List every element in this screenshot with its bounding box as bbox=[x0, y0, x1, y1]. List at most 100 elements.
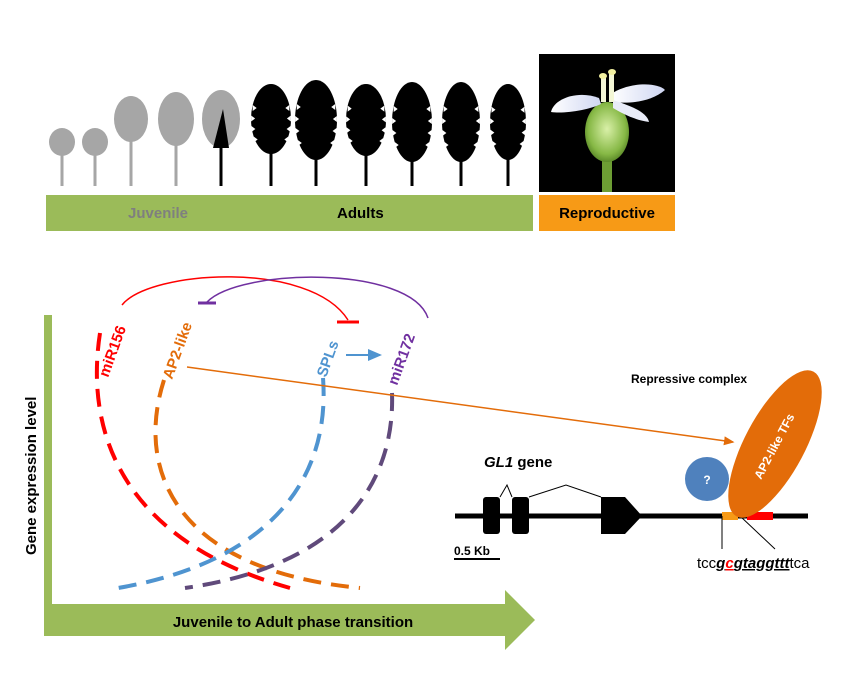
leaf-serration bbox=[490, 129, 495, 136]
leaf-serration bbox=[474, 106, 479, 112]
leaf-serration bbox=[490, 118, 495, 125]
leaf-stalk bbox=[129, 140, 133, 186]
reproductive-label: Reproductive bbox=[559, 204, 655, 222]
gene-label: GL1 gene bbox=[484, 454, 552, 471]
leaf-serration bbox=[475, 130, 480, 136]
leaf-serration bbox=[519, 141, 524, 147]
leaf-serration bbox=[379, 138, 384, 144]
leaf-serration bbox=[425, 142, 430, 148]
leaf-serration bbox=[251, 115, 256, 122]
leaf-serration bbox=[347, 105, 352, 112]
exon-2 bbox=[512, 497, 529, 534]
leaf-serration bbox=[443, 106, 448, 112]
mir156-represses-spls-arc bbox=[121, 276, 349, 321]
seq-suffix: tca bbox=[790, 555, 811, 572]
gene-suffix: gene bbox=[513, 454, 552, 471]
exon-3 bbox=[601, 497, 642, 534]
spls-curve bbox=[117, 377, 326, 590]
leaf-stalk bbox=[93, 154, 97, 186]
leaf-serration bbox=[394, 142, 399, 148]
juvenile-label: Juvenile bbox=[128, 204, 189, 222]
leaf-serration bbox=[442, 130, 447, 136]
leaf-stalk bbox=[174, 144, 178, 186]
leaf-serration bbox=[426, 106, 431, 112]
mir172-represses-ap2-arc bbox=[206, 276, 429, 319]
reproductive-phase-bar: Reproductive bbox=[539, 195, 675, 231]
adult-leaf bbox=[392, 82, 432, 162]
leaf-serration bbox=[295, 128, 300, 134]
leaf-stalk bbox=[60, 154, 64, 186]
leaf-serration bbox=[253, 136, 258, 143]
leaf-serration bbox=[296, 104, 301, 110]
leaf-serration bbox=[492, 141, 497, 147]
gene-name: GL1 bbox=[484, 454, 513, 471]
flower-image bbox=[551, 69, 665, 192]
downstream-site-marker bbox=[747, 512, 773, 520]
leaf-serration bbox=[286, 115, 291, 122]
juvenile-leaf bbox=[82, 128, 108, 156]
leaf-serration bbox=[252, 105, 257, 111]
ap2-like-label: AP2-like bbox=[160, 320, 196, 381]
juvenile-leaf bbox=[49, 128, 75, 156]
leaf-serration bbox=[284, 136, 289, 143]
leaf-serration bbox=[392, 130, 397, 136]
leaf-stalk bbox=[314, 158, 318, 186]
transition-leaf-dark-base bbox=[213, 109, 229, 148]
leaf-serration bbox=[520, 106, 525, 113]
adult-leaf bbox=[295, 80, 337, 160]
leaf-serration bbox=[393, 106, 398, 112]
leaf-serration bbox=[297, 140, 302, 146]
leaf-serration bbox=[332, 128, 337, 134]
binding-sequence: tccgcgtaggttttca bbox=[697, 555, 810, 572]
juvenile-leaf bbox=[158, 92, 194, 146]
x-axis-label: Juvenile to Adult phase transition bbox=[173, 614, 413, 631]
y-axis-label: Gene expression level bbox=[23, 397, 40, 555]
leaf-stalk bbox=[506, 158, 510, 186]
leaf-stalk bbox=[410, 160, 414, 186]
adults-label: Adults bbox=[337, 204, 384, 222]
unknown-factor-label: ? bbox=[703, 473, 710, 487]
leaf-serration bbox=[348, 138, 353, 144]
leaf-serration bbox=[381, 127, 386, 134]
ap2-like-to-complex-arrow bbox=[186, 366, 735, 446]
intron-2 bbox=[528, 484, 602, 498]
binding-site-marker bbox=[722, 512, 738, 520]
leaf-serration bbox=[442, 118, 447, 124]
leaf-stalk bbox=[364, 154, 368, 186]
unknown-factor-circle bbox=[685, 457, 729, 501]
leaf-serration bbox=[491, 106, 496, 113]
leaf-serration bbox=[346, 116, 351, 123]
y-axis bbox=[44, 315, 52, 625]
leaf-serration bbox=[427, 130, 432, 136]
seq-prefix: tcc bbox=[697, 555, 717, 572]
leaf-serration bbox=[380, 105, 385, 112]
leaf-serration bbox=[427, 118, 432, 124]
leaf-serration bbox=[381, 116, 386, 123]
leaf-serration bbox=[346, 127, 351, 134]
leaf-serration bbox=[285, 105, 290, 111]
leaf-serration bbox=[332, 116, 337, 122]
complex-title: Repressive complex bbox=[631, 372, 747, 386]
leaf-serration bbox=[392, 118, 397, 124]
leaf-stalk bbox=[219, 146, 223, 186]
spls-label: SPLs bbox=[314, 338, 343, 379]
leaf-serration bbox=[331, 104, 336, 110]
leaf-serration bbox=[521, 129, 526, 136]
leaf-serration bbox=[286, 126, 291, 132]
seq-c: c bbox=[725, 555, 734, 572]
adult-leaf bbox=[490, 84, 526, 160]
adult-leaf bbox=[346, 84, 386, 156]
x-axis-arrow bbox=[44, 590, 535, 650]
seq-g1: g bbox=[715, 555, 725, 572]
exon-1 bbox=[483, 497, 500, 534]
leaf-serration bbox=[251, 126, 256, 132]
leaf-serration bbox=[473, 142, 478, 148]
ap2-like-curve bbox=[153, 379, 361, 590]
leaf-serration bbox=[444, 142, 449, 148]
mir156-label: miR156 bbox=[96, 323, 130, 379]
leaf-serration bbox=[521, 118, 526, 125]
ap2-like-tf-ellipse bbox=[728, 370, 822, 518]
flower-photo bbox=[539, 54, 675, 192]
